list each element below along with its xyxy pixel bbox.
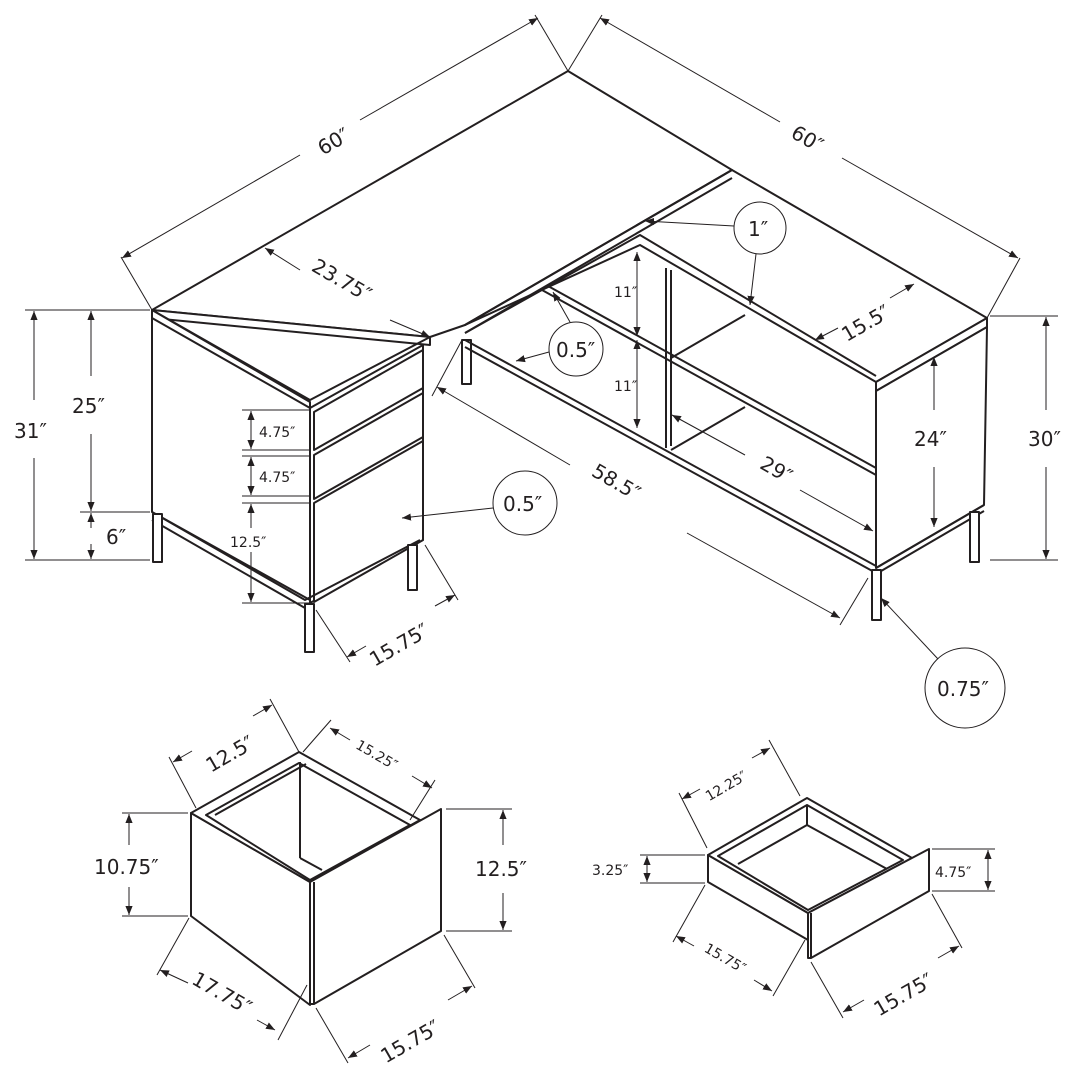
- label-small-drawer-back-width: 12.25″: [703, 768, 750, 805]
- callout-top-thickness-label: 1″: [748, 217, 768, 241]
- label-drawer-2-height: 4.75″: [259, 470, 295, 486]
- label-shelf-width: 29″: [756, 451, 797, 488]
- file-drawer-front-panel: [309, 808, 442, 1005]
- label-file-drawer-overall-depth: 17.75″: [188, 967, 256, 1020]
- file-drawer-front: [313, 440, 424, 603]
- label-file-drawer-front-height: 12.5″: [475, 857, 527, 881]
- leg-front-left: [152, 513, 163, 563]
- leg-right-back: [969, 511, 980, 563]
- label-small-drawer-box-height: 3.25″: [592, 863, 628, 879]
- leg-back-right-inner: [461, 339, 472, 385]
- label-shelf-lower-height: 11″: [614, 379, 637, 395]
- label-shelf-upper-height: 11″: [614, 285, 637, 301]
- drawer-front-top: [313, 349, 424, 451]
- label-left-total-height: 31″: [14, 419, 47, 443]
- label-left-body-height: 25″: [72, 394, 105, 418]
- leg-right-front: [871, 569, 882, 621]
- label-file-drawer-box-height: 10.75″: [94, 855, 159, 879]
- label-top-left-length: 60″: [313, 123, 354, 160]
- callout-panel-thickness: [548, 321, 604, 377]
- label-file-drawer-height: 12.5″: [230, 535, 266, 551]
- callout-drawer-front-thickness: [492, 470, 558, 536]
- label-right-total-height: 30″: [1028, 427, 1061, 451]
- callout-top-thickness: [733, 201, 787, 255]
- label-file-drawer-back-width: 12.5″: [201, 730, 258, 777]
- l-shaped-desk-drawing: [151, 70, 988, 653]
- label-drawer-1-height: 4.75″: [259, 425, 295, 441]
- label-right-panel-height: 24″: [914, 427, 947, 451]
- callout-panel-thickness-label: 0.5″: [556, 338, 595, 362]
- small-drawer-drawing: [707, 797, 930, 959]
- callout-drawer-front-thickness-label: 0.5″: [503, 492, 542, 516]
- label-top-right-length: 60″: [787, 120, 828, 157]
- main-desk-dimensions: 60″ 60″ 23.75″ 31″ 25″ 6″ 4.75″ 4: [14, 14, 1061, 729]
- file-drawer-drawing: [190, 751, 442, 1006]
- callout-leg-size-label: 0.75″: [937, 677, 989, 701]
- leg-front-mid: [304, 603, 315, 653]
- return-back-panel: [464, 234, 877, 377]
- leg-back-left: [407, 544, 418, 591]
- label-left-leg-height: 6″: [106, 525, 126, 549]
- label-small-drawer-front-height: 4.75″: [935, 865, 971, 881]
- label-small-drawer-front-width: 15.75″: [870, 968, 938, 1021]
- label-pedestal-depth: 15.75″: [365, 618, 433, 671]
- callout-leg-size: [924, 647, 1006, 729]
- label-file-drawer-front-width: 15.75″: [376, 1015, 444, 1068]
- small-drawer-front-panel: [807, 848, 930, 959]
- label-file-drawer-side-length: 15.25″: [353, 737, 400, 774]
- label-small-drawer-side-depth: 15.75″: [701, 941, 748, 978]
- label-return-length: 58.5″: [588, 459, 645, 506]
- desktop-surface: [151, 70, 733, 338]
- drawer-front-middle: [313, 392, 424, 500]
